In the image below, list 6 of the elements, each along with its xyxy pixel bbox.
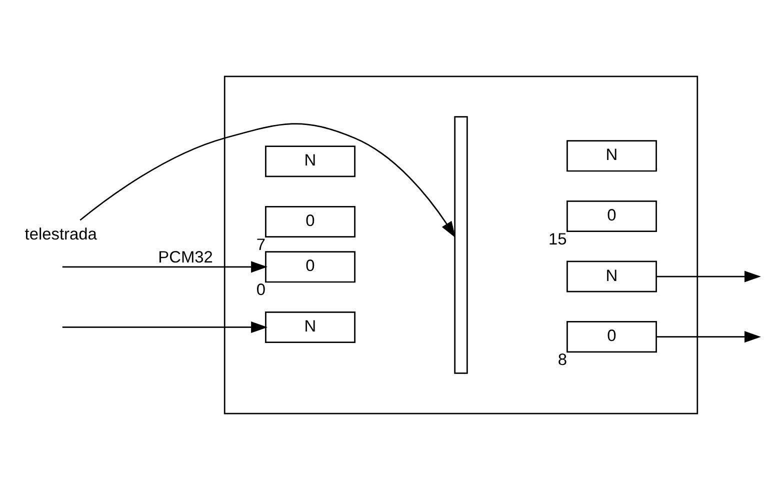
node-label: 0 — [256, 280, 266, 299]
node-label: 8 — [558, 350, 567, 369]
node-label: 7 — [256, 235, 266, 254]
node-text: telestrada — [24, 225, 97, 244]
edge-label: PCM32 — [158, 248, 213, 266]
node-label: 15 — [548, 230, 567, 248]
